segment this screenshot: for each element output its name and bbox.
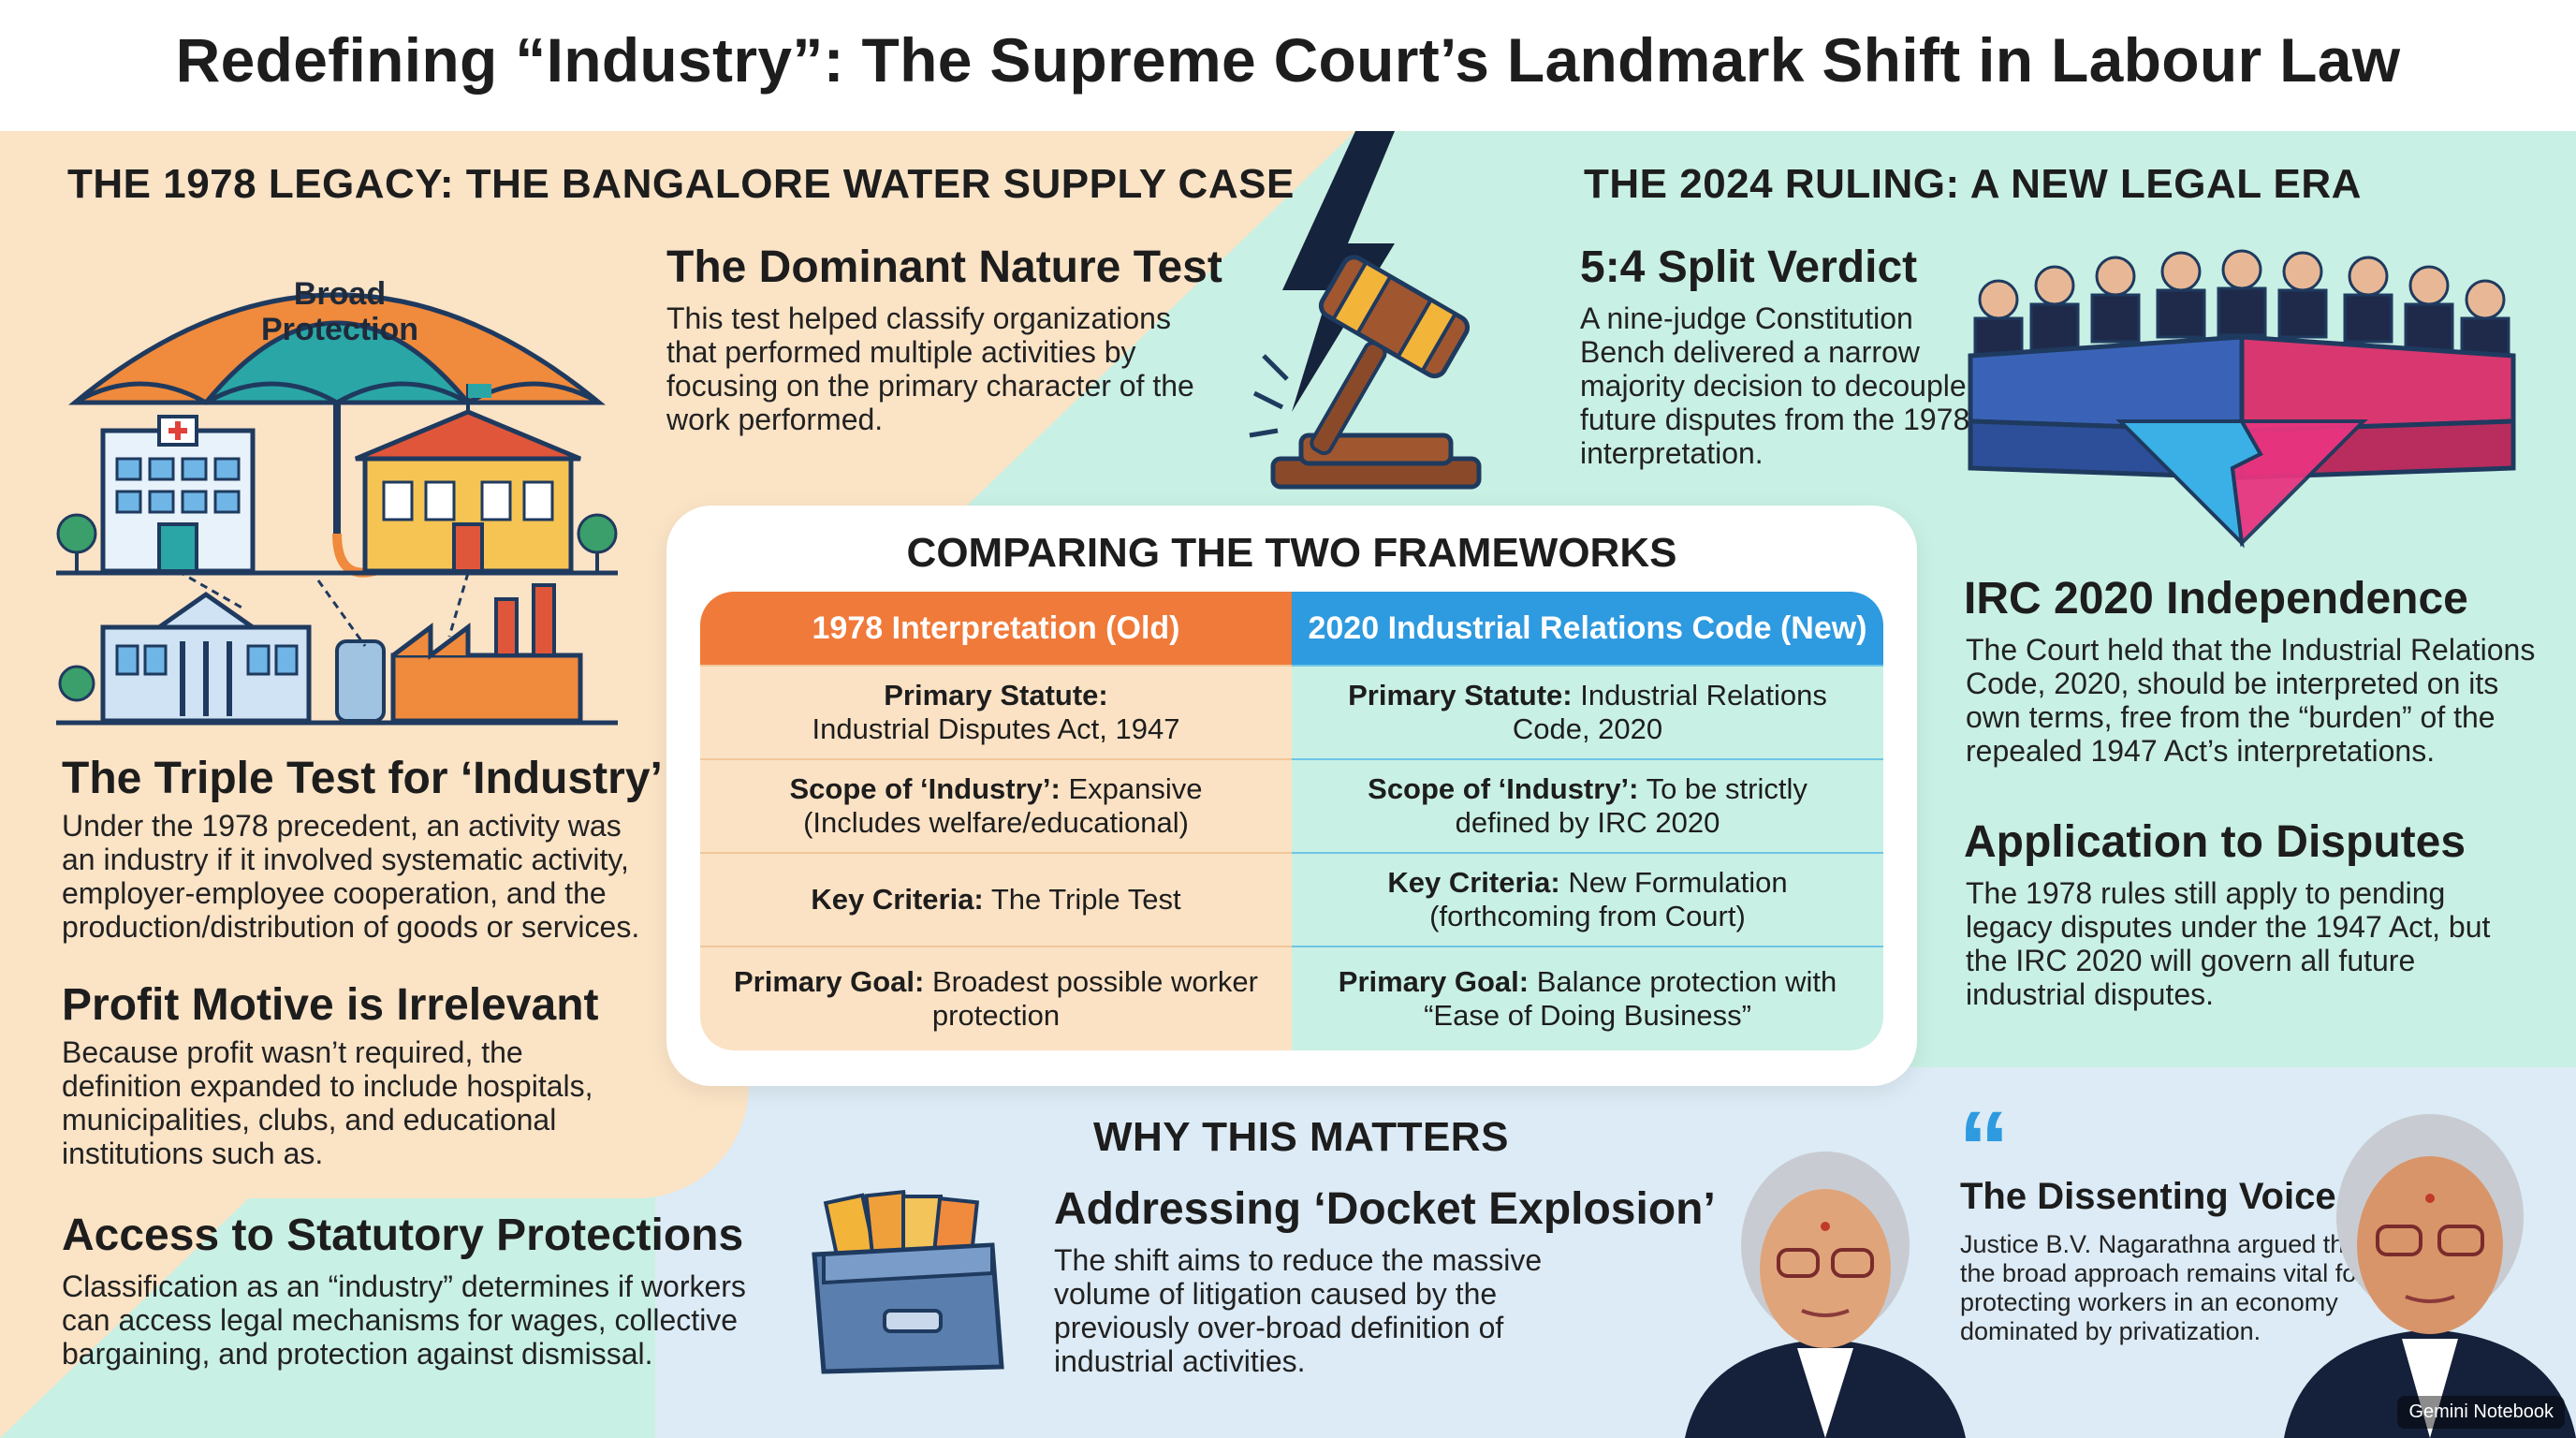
comparison-heading: COMPARING THE TWO FRAMEWORKS — [906, 530, 1677, 576]
table-cell-old: Primary Statute:Industrial Disputes Act,… — [700, 665, 1292, 758]
page-title: Redefining “Industry”: The Supreme Court… — [175, 25, 2401, 95]
cell-value: Industrial Disputes Act, 1947 — [812, 712, 1180, 745]
split-title: 5:4 Split Verdict — [1580, 242, 1918, 292]
comparison-table: 1978 Interpretation (Old) 2020 Industria… — [700, 592, 1883, 1050]
column-header-new: 2020 Industrial Relations Code (New) — [1292, 592, 1883, 665]
cell-value: Industrial Relations Code, 2020 — [1512, 679, 1827, 745]
cell-label: Primary Statute: — [884, 679, 1108, 712]
cell-value: To be strictly defined by IRC 2020 — [1455, 772, 1808, 839]
irc-title: IRC 2020 Independence — [1964, 574, 2468, 624]
umbrella-label: Broad Protection — [260, 276, 419, 347]
access-title: Access to Statutory Protections — [62, 1211, 744, 1260]
table-cell-old: Key Criteria: The Triple Test — [700, 852, 1292, 946]
file-drawer-icon — [812, 1189, 1004, 1374]
docket-text: The shift aims to reduce the massive vol… — [1054, 1243, 1543, 1378]
dissent-title: The Dissenting Voice — [1960, 1176, 2336, 1217]
split-text: A nine-judge Constitution Bench delivere… — [1580, 301, 1970, 470]
cell-value: Balance protection with “Ease of Doing B… — [1424, 965, 1837, 1032]
profit-title: Profit Motive is Irrelevant — [62, 980, 599, 1030]
dissent-text: Justice B.V. Nagarathna argued that the … — [1960, 1230, 2365, 1345]
access-text: Classification as an “industry” determin… — [62, 1269, 746, 1371]
table-cell-new: Scope of ‘Industry’: To be strictly defi… — [1292, 758, 1883, 852]
umbrella-buildings-illustration — [56, 292, 618, 726]
table-row: Primary Statute:Industrial Disputes Act,… — [700, 665, 1883, 758]
table-cell-new: Key Criteria: New Formulation (forthcomi… — [1292, 852, 1883, 946]
cell-value: Expansive (Includes welfare/educational) — [803, 772, 1203, 839]
ruling-heading: THE 2024 RULING: A NEW LEGAL ERA — [1584, 161, 2362, 207]
table-header-row: 1978 Interpretation (Old) 2020 Industria… — [700, 592, 1883, 665]
docket-title: Addressing ‘Docket Explosion’ — [1054, 1184, 1716, 1234]
table-cell-old: Scope of ‘Industry’: Expansive (Includes… — [700, 758, 1292, 852]
profit-text: Because profit wasn’t required, the defi… — [62, 1035, 593, 1170]
table-row: Scope of ‘Industry’: Expansive (Includes… — [700, 758, 1883, 852]
cell-value: New Formulation (forthcoming from Court) — [1429, 866, 1788, 932]
why-heading: WHY THIS MATTERS — [1093, 1114, 1509, 1160]
dominant-text: This test helped classify organizations … — [666, 301, 1194, 436]
column-header-old: 1978 Interpretation (Old) — [700, 592, 1292, 665]
gemini-notebook-logo: Gemini Notebook — [2397, 1396, 2565, 1429]
cell-label: Key Criteria: — [811, 883, 984, 916]
justice-portrait-illustration — [1685, 1152, 1966, 1438]
cell-label: Primary Goal: — [734, 965, 925, 998]
application-title: Application to Disputes — [1964, 817, 2466, 867]
cell-value: Broadest possible worker protection — [931, 965, 1258, 1032]
application-text: The 1978 rules still apply to pending le… — [1966, 876, 2491, 1011]
judges-bench-illustration — [1968, 249, 2516, 549]
cell-label: Primary Statute: — [1348, 679, 1573, 712]
table-cell-old: Primary Goal: Broadest possible worker p… — [700, 946, 1292, 1050]
irc-text: The Court held that the Industrial Relat… — [1966, 633, 2536, 768]
dominant-title: The Dominant Nature Test — [666, 242, 1222, 292]
gavel-icon — [1249, 255, 1482, 490]
justice-nagarathna-portrait — [2284, 1114, 2576, 1438]
table-row: Key Criteria: The Triple Test Key Criter… — [700, 852, 1883, 946]
table-cell-new: Primary Goal: Balance protection with “E… — [1292, 946, 1883, 1050]
legacy-heading: THE 1978 LEGACY: THE BANGALORE WATER SUP… — [67, 161, 1295, 207]
quote-mark: “ — [1958, 1091, 2010, 1206]
table-cell-new: Primary Statute: Industrial Relations Co… — [1292, 665, 1883, 758]
cell-label: Key Criteria: — [1387, 866, 1560, 899]
triple-title: The Triple Test for ‘Industry’ — [62, 754, 663, 803]
cell-value: The Triple Test — [990, 883, 1181, 916]
cell-label: Scope of ‘Industry’: — [1368, 772, 1639, 805]
table-row: Primary Goal: Broadest possible worker p… — [700, 946, 1883, 1050]
cell-label: Scope of ‘Industry’: — [789, 772, 1061, 805]
triple-text: Under the 1978 precedent, an activity wa… — [62, 809, 640, 944]
cell-label: Primary Goal: — [1338, 965, 1530, 998]
